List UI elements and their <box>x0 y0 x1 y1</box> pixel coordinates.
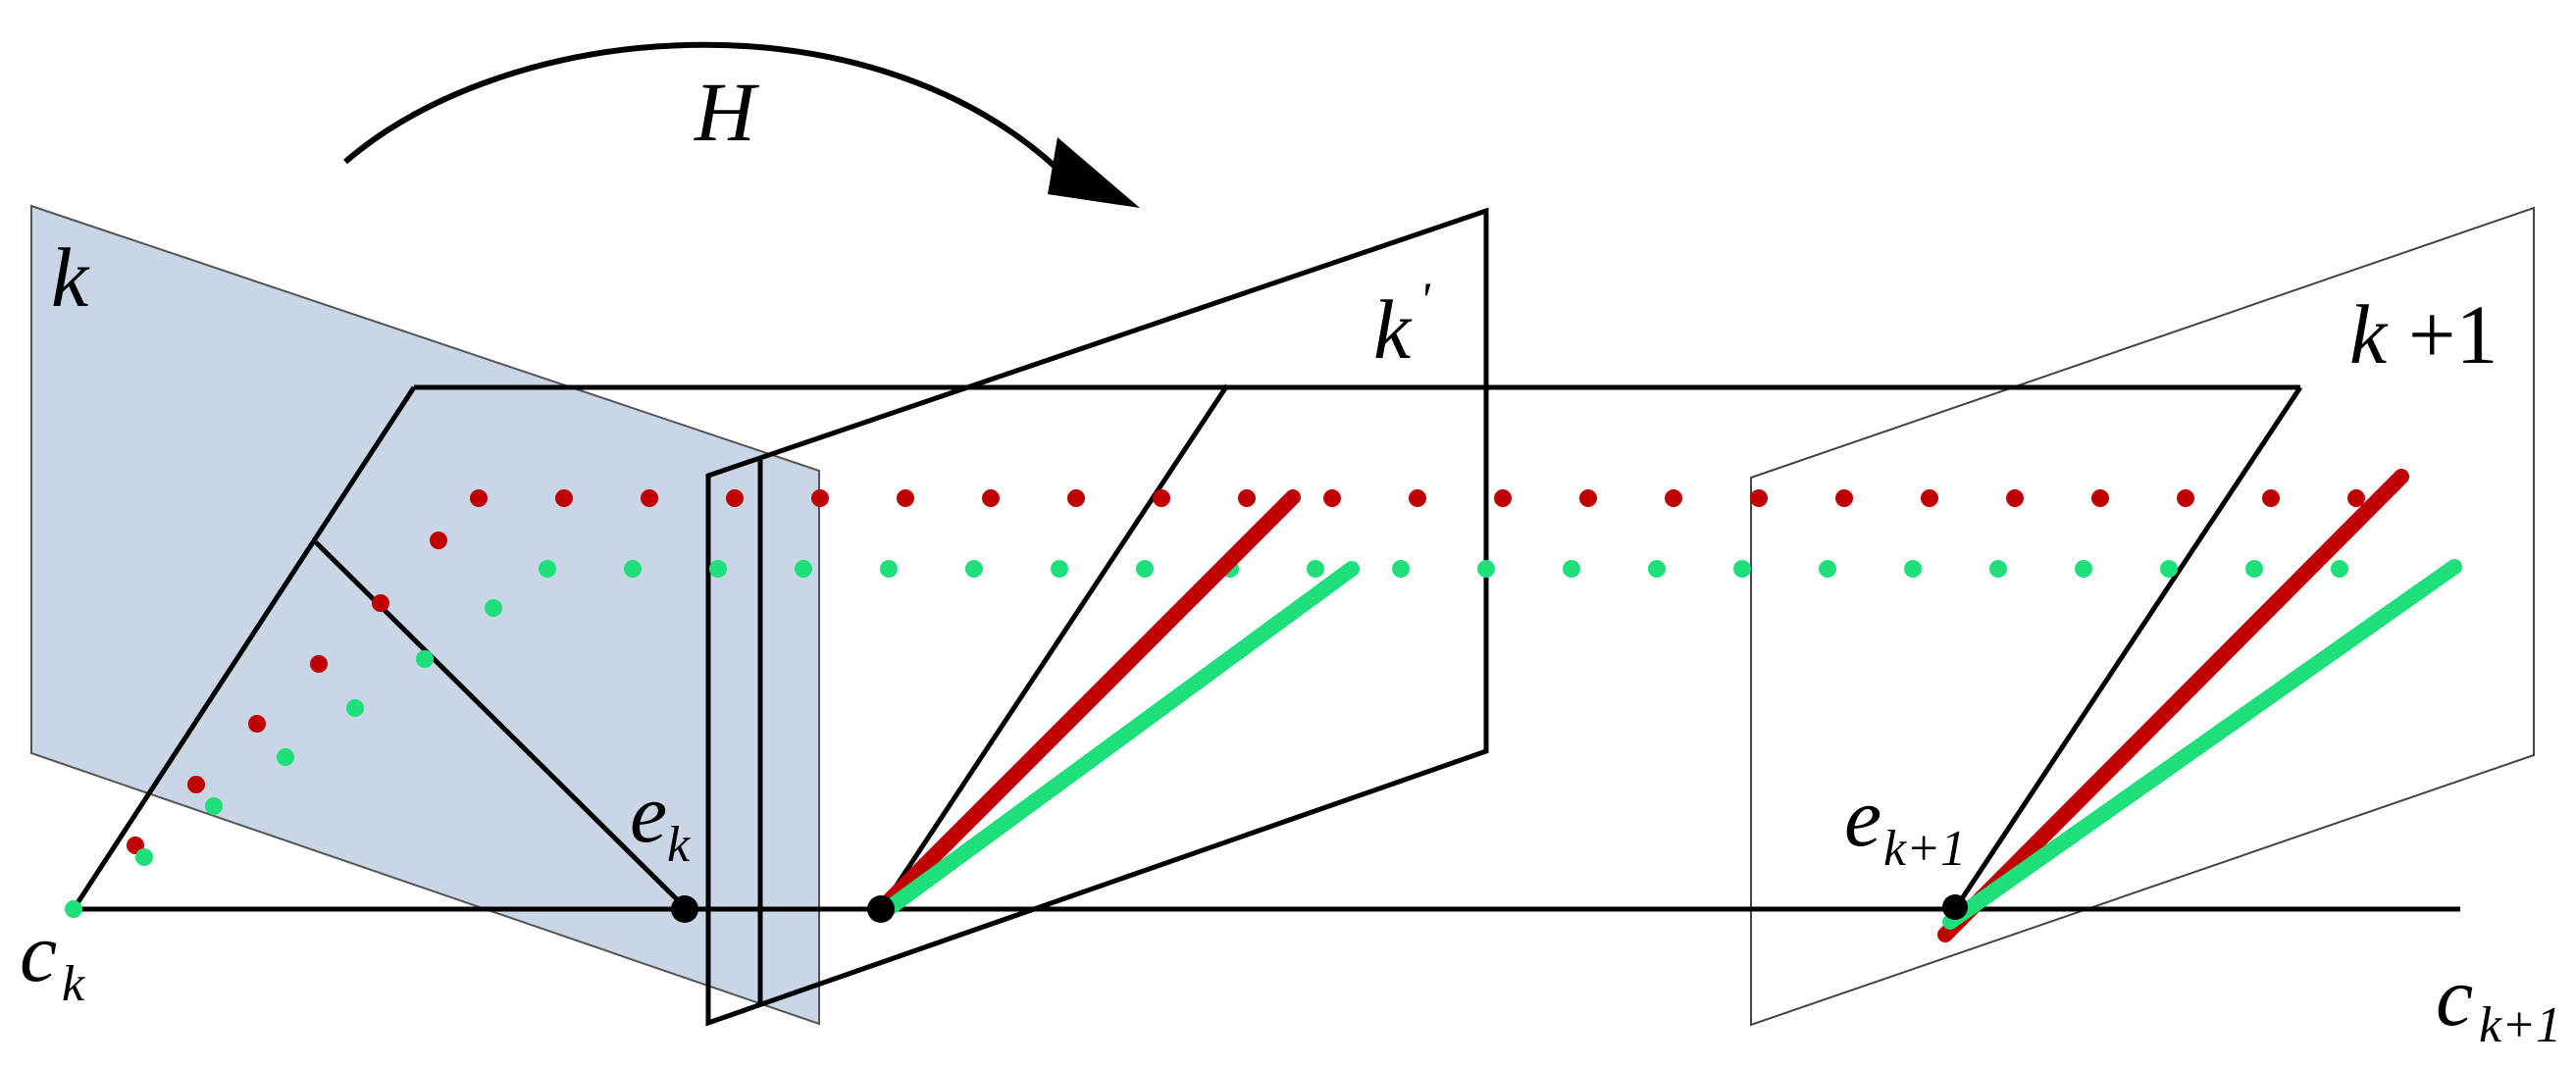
red-point <box>1921 489 1938 507</box>
red-point <box>726 489 744 507</box>
red-point <box>2347 489 2365 507</box>
green-epipolar-line-k-plus-1 <box>1942 559 2462 930</box>
green-point <box>277 748 294 766</box>
plane-label-k-plus-1-letter: k <box>2349 287 2389 381</box>
red-point <box>2177 489 2194 507</box>
camera-center-k-point <box>65 900 82 918</box>
red-point <box>555 489 573 507</box>
green-point <box>2245 560 2263 578</box>
red-point <box>1579 489 1597 507</box>
homography-arrow-head <box>1048 137 1140 208</box>
red-point <box>1835 489 1853 507</box>
red-point <box>897 489 914 507</box>
green-point <box>965 560 983 578</box>
red-point <box>248 715 266 733</box>
green-point <box>416 650 434 668</box>
green-point <box>624 560 642 578</box>
plane-label-k-plus-1-suffix: +1 <box>2408 287 2499 381</box>
green-point <box>1136 560 1154 578</box>
red-point <box>2006 489 2024 507</box>
epipole-k-point <box>671 895 698 923</box>
green-point <box>2075 560 2092 578</box>
epipole-k-plus-1-label-e: e <box>1844 770 1881 864</box>
wire-left-diagonal <box>71 385 417 911</box>
kprime-origin-point <box>867 895 895 923</box>
green-point <box>2160 560 2178 578</box>
green-point <box>346 699 364 717</box>
red-point <box>372 594 389 612</box>
epipole-k-label-e: e <box>630 766 667 860</box>
plane-label-k: k <box>51 230 90 325</box>
red-point <box>310 655 328 673</box>
plane-label-k-prime: k <box>1373 282 1413 377</box>
green-point <box>1392 560 1410 578</box>
camera-label-c-sub: k <box>62 956 85 1012</box>
red-point <box>811 489 829 507</box>
epipole-k-plus-1-label-sub: k+1 <box>1883 821 1966 877</box>
green-point <box>205 797 223 815</box>
green-point <box>1819 560 1836 578</box>
green-point <box>1733 560 1751 578</box>
red-point <box>641 489 658 507</box>
red-point <box>470 489 488 507</box>
red-point <box>1750 489 1768 507</box>
camera-k-plus-1-label-sub: k+1 <box>2479 997 2561 1053</box>
green-point <box>539 560 556 578</box>
image-plane-k-prime <box>705 207 1489 1027</box>
green-point <box>1648 560 1666 578</box>
green-point <box>1307 560 1324 578</box>
red-point <box>1238 489 1256 507</box>
homography-arrow-curve <box>343 41 1060 172</box>
green-point <box>880 560 898 578</box>
red-point <box>982 489 1000 507</box>
wire-k1-diagonal <box>1952 385 2303 911</box>
green-point <box>135 848 153 866</box>
camera-label-c: c <box>20 905 57 999</box>
red-point <box>2091 489 2109 507</box>
plane-label-k-prime-mark: ' <box>1419 272 1431 327</box>
red-point <box>1153 489 1170 507</box>
green-point <box>795 560 812 578</box>
red-epipolar-line-k-plus-1 <box>1937 469 2409 942</box>
green-point-diagonal <box>135 599 502 866</box>
green-epipolar-line-k-prime <box>880 561 1360 917</box>
green-point <box>1989 560 2007 578</box>
red-point <box>2262 489 2280 507</box>
green-point-row <box>539 560 2348 578</box>
green-point <box>1563 560 1580 578</box>
red-point <box>1409 489 1426 507</box>
green-point <box>1904 560 1922 578</box>
image-plane-k-plus-1 <box>1750 206 2535 1027</box>
green-point <box>1477 560 1495 578</box>
camera-k-plus-1-label-c: c <box>2436 949 2473 1043</box>
image-plane-k <box>30 204 820 1026</box>
red-point <box>1067 489 1085 507</box>
epipole-k-plus-1-point <box>1942 894 1968 920</box>
epipole-k-label-sub: k <box>667 817 691 873</box>
green-point <box>709 560 727 578</box>
green-point <box>1051 560 1068 578</box>
red-point-row <box>470 489 2365 507</box>
red-point <box>187 776 205 793</box>
red-point <box>1665 489 1682 507</box>
red-point <box>430 532 447 549</box>
wire-kprime-diagonal <box>878 383 1230 911</box>
green-point <box>485 599 502 617</box>
red-point <box>1494 489 1512 507</box>
red-epipolar-line-k-prime <box>875 489 1301 915</box>
transform-label-H: H <box>694 65 759 159</box>
red-point <box>1323 489 1341 507</box>
green-point <box>2331 560 2348 578</box>
